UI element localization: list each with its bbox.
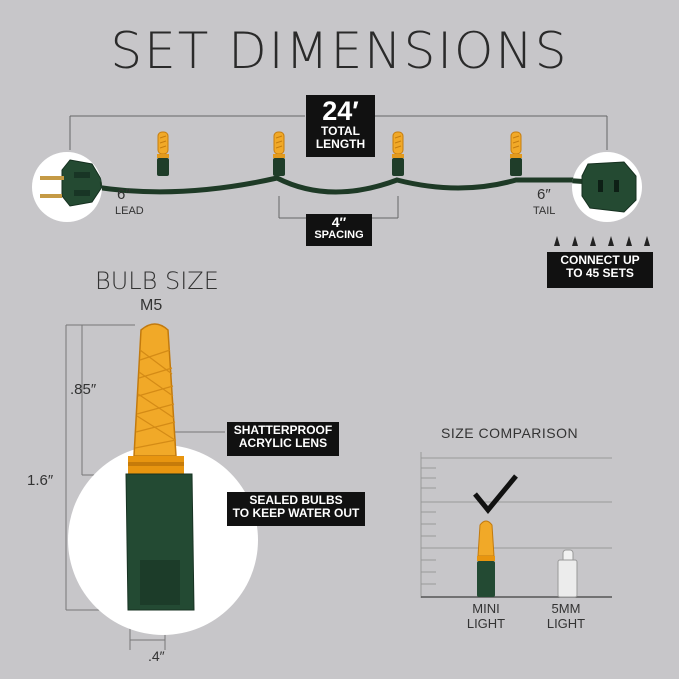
bulb-large-icon [68, 323, 258, 635]
lens-note-label: SHATTERPROOF ACRYLIC LENS [227, 422, 339, 456]
lens-dimension: .85″ [70, 381, 97, 398]
connect-line1: CONNECT UP [560, 253, 640, 267]
comparison-heading: SIZE COMPARISON [441, 425, 579, 441]
5mm-light-line1: 5MM [551, 601, 581, 616]
5mm-light-icon [557, 549, 578, 598]
socket-icon [572, 152, 642, 222]
page-title: SET DIMENSIONS [110, 22, 569, 80]
seal-note-line1: SEALED BULBS [249, 493, 343, 507]
mini-light-line1: MINI [472, 601, 500, 616]
5mm-light-label: 5MM LIGHT [536, 601, 596, 631]
total-bulb-dimension: 1.6″ [27, 472, 54, 489]
spacing-value: 4″ [331, 214, 347, 230]
bulb-icon [156, 131, 170, 177]
seal-note-line2: TO KEEP WATER OUT [232, 505, 360, 520]
mini-light-label: MINI LIGHT [456, 601, 516, 631]
mini-light-line2: LIGHT [466, 616, 506, 631]
total-length-label: 24′ TOTAL LENGTH [306, 95, 375, 157]
seal-note-label: SEALED BULBS TO KEEP WATER OUT [227, 492, 365, 526]
checkmark-icon [473, 474, 518, 514]
spacing-text: SPACING [314, 229, 364, 241]
connect-indicator-row [554, 236, 650, 246]
bulb-size-heading: BULB SIZE [95, 267, 219, 295]
total-length-line1: TOTAL [321, 124, 360, 138]
lead-value: 6″ [117, 186, 131, 203]
total-length-bracket [69, 115, 608, 150]
bulb-icon [509, 131, 523, 177]
spacing-bracket [278, 196, 399, 219]
total-length-line2: LENGTH [315, 136, 366, 151]
lens-note-line2: ACRYLIC LENS [238, 435, 328, 450]
bulb-icon [391, 131, 405, 177]
lens-note-line1: SHATTERPROOF [233, 423, 333, 437]
mini-light-icon [477, 520, 495, 597]
tail-label: TAIL [533, 205, 556, 217]
width-dimension: .4″ [148, 648, 165, 664]
connect-sets-label: CONNECT UP TO 45 SETS [547, 252, 653, 288]
connect-line2: TO 45 SETS [566, 265, 634, 280]
5mm-light-line2: LIGHT [546, 616, 586, 631]
bulb-icon [272, 131, 286, 177]
lead-label: LEAD [115, 205, 144, 217]
bulb-type: M5 [140, 297, 163, 314]
string-wire [94, 175, 575, 195]
plug-icon [32, 152, 102, 222]
comparison-ruler [420, 452, 612, 598]
tail-value: 6″ [537, 186, 551, 203]
total-length-value: 24′ [322, 96, 359, 126]
spacing-label: 4″ SPACING [306, 214, 372, 246]
